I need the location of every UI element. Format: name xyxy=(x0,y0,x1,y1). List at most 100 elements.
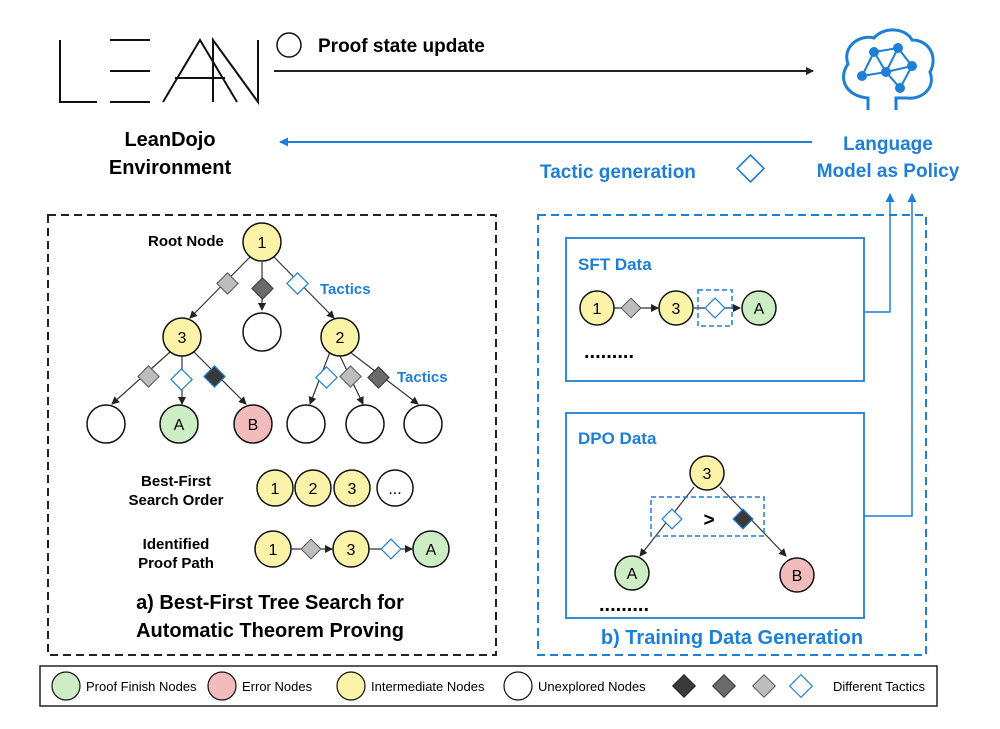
tactics-label-2: Tactics xyxy=(397,369,448,386)
tactic-diamond-icon xyxy=(735,153,766,184)
tactic-diamond-gray xyxy=(300,538,322,560)
legend-tactic-dark xyxy=(711,673,737,699)
sft-node xyxy=(658,290,694,326)
legend-error-swatch xyxy=(207,671,237,701)
search-order-label-1: Best-First xyxy=(141,473,211,490)
search-order-label-2: Search Order xyxy=(128,492,223,509)
dpo-title: DPO Data xyxy=(578,429,657,448)
tactic-diamond-white xyxy=(170,368,193,391)
node-unexplored xyxy=(286,404,326,444)
node-unexplored xyxy=(86,404,126,444)
tactic-diamond-dark xyxy=(367,366,390,389)
node-unexplored xyxy=(403,404,443,444)
sft-node-text: 3 xyxy=(672,301,681,318)
dpo-data-box xyxy=(565,412,865,619)
sft-node xyxy=(741,290,777,326)
dpo-ellipsis: ......... xyxy=(599,594,649,616)
node-intermediate xyxy=(320,317,360,357)
node-unexplored xyxy=(242,312,282,352)
tactic-diamond-white xyxy=(380,538,402,560)
path-node-text: 3 xyxy=(347,542,356,559)
node-right-text: 2 xyxy=(336,330,345,347)
proof-state-node-icon xyxy=(276,32,302,58)
tree-search-panel xyxy=(47,214,497,656)
order-node-text: 3 xyxy=(348,481,357,498)
dpo-preference-box xyxy=(650,496,765,537)
model-title-line2: Model as Policy xyxy=(817,161,960,182)
tactic-diamond-white xyxy=(661,508,683,530)
proof-path-label-2: Proof Path xyxy=(138,555,214,572)
tactic-diamond-gray xyxy=(216,272,239,295)
dpo-node-finish xyxy=(614,555,650,591)
brain-network-icon xyxy=(842,28,935,110)
path-node xyxy=(332,530,370,568)
dpo-leaf-a-text: A xyxy=(627,566,638,583)
tactic-diamond-gray xyxy=(620,297,642,319)
sft-node-text: A xyxy=(754,301,765,318)
tactics-label-1: Tactics xyxy=(320,281,371,298)
node-proof-finish xyxy=(159,404,199,444)
legend-unexplored-swatch xyxy=(503,671,533,701)
tactic-diamond-dark xyxy=(251,277,274,300)
legend-intermediate-swatch xyxy=(336,671,366,701)
path-node-text: 1 xyxy=(269,542,278,559)
legend-box xyxy=(39,665,938,707)
legend-error-label: Error Nodes xyxy=(242,679,313,694)
path-node-text: A xyxy=(426,542,437,559)
tactic-diamond-white xyxy=(315,366,338,389)
dpo-node-error xyxy=(779,557,815,593)
legend-unexplored-label: Unexplored Nodes xyxy=(538,679,646,694)
order-node-text: 2 xyxy=(309,481,318,498)
dpo-to-model-arrow xyxy=(864,193,917,517)
order-node xyxy=(376,469,414,507)
legend-tactic-black xyxy=(671,673,697,699)
tactic-diamond-gray xyxy=(339,365,362,388)
order-node-text: ... xyxy=(388,481,401,498)
tactic-diamond-black xyxy=(732,508,754,530)
sft-node-text: 1 xyxy=(593,301,602,318)
dpo-root-text: 3 xyxy=(703,466,712,483)
sft-highlight-box xyxy=(697,289,733,327)
order-node xyxy=(294,469,332,507)
order-node xyxy=(256,469,294,507)
training-data-panel xyxy=(537,214,927,656)
root-node-label: Root Node xyxy=(148,233,224,250)
proof-state-label: Proof state update xyxy=(318,36,485,57)
proof-path-label-1: Identified xyxy=(143,536,210,553)
tactic-diamond-white xyxy=(286,272,309,295)
env-title-line2: Environment xyxy=(109,157,232,179)
dpo-root-node xyxy=(689,455,725,491)
root-node-text: 1 xyxy=(258,235,267,252)
tree-caption-line2: Automatic Theorem Proving xyxy=(136,620,404,642)
leaf-a-text: A xyxy=(174,417,185,434)
dpo-leaf-b-text: B xyxy=(792,568,803,585)
sft-ellipsis: ......... xyxy=(584,341,634,363)
legend-tactic-white xyxy=(788,673,814,699)
tree-caption-line1: a) Best-First Tree Search for xyxy=(136,592,404,614)
path-node xyxy=(254,530,292,568)
order-node-text: 1 xyxy=(271,481,280,498)
root-node xyxy=(242,222,282,262)
sft-to-model-arrow xyxy=(864,193,895,313)
lean-logo xyxy=(59,36,259,106)
tactic-diamond-black xyxy=(203,365,226,388)
node-error xyxy=(233,404,273,444)
order-node xyxy=(333,469,371,507)
legend-tactic-gray xyxy=(751,673,777,699)
node-unexplored xyxy=(345,404,385,444)
tactic-generation-label: Tactic generation xyxy=(540,162,696,183)
legend-finish-swatch xyxy=(51,671,81,701)
path-node xyxy=(412,530,450,568)
tactic-diamond-gray xyxy=(137,365,160,388)
training-caption: b) Training Data Generation xyxy=(601,627,863,649)
legend-tactics-label: Different Tactics xyxy=(833,679,926,694)
model-title-line1: Language xyxy=(843,134,933,155)
env-title-line1: LeanDojo xyxy=(124,129,215,151)
dpo-compare-symbol: > xyxy=(703,510,714,531)
legend-finish-label: Proof Finish Nodes xyxy=(86,679,197,694)
sft-node xyxy=(579,290,615,326)
node-left-text: 3 xyxy=(178,330,187,347)
tactic-diamond-white xyxy=(704,297,726,319)
sft-title: SFT Data xyxy=(578,255,652,274)
